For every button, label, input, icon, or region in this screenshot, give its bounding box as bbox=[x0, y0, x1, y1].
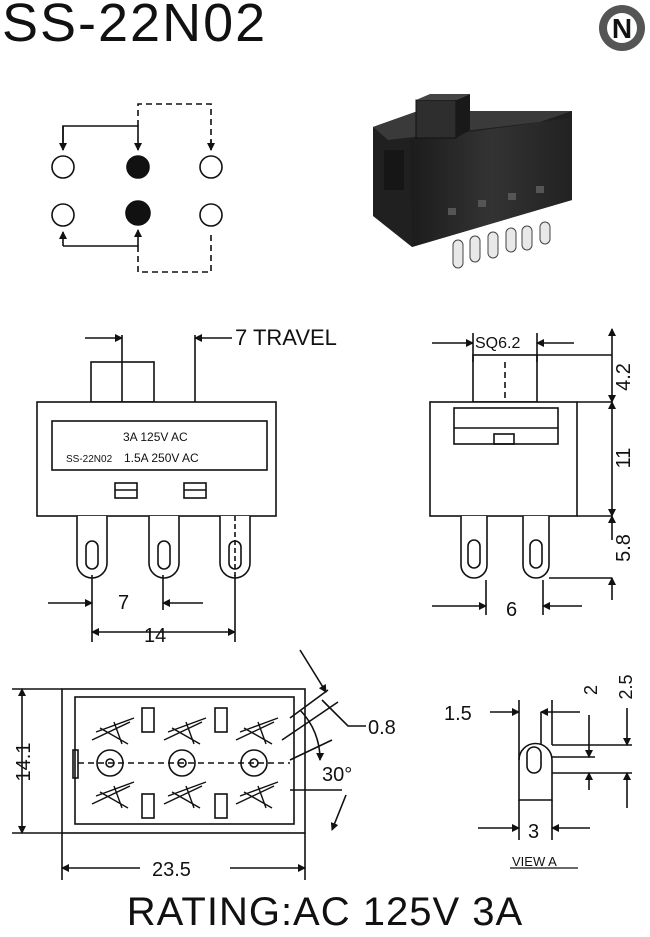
travel-label: 7 TRAVEL bbox=[235, 325, 337, 350]
link-line-dashed bbox=[137, 232, 212, 273]
logo-inner bbox=[607, 13, 637, 43]
rating-plate bbox=[51, 420, 268, 471]
dim-bottom-height: 14.1 bbox=[13, 743, 35, 782]
side-view bbox=[429, 328, 616, 615]
dim-side-pin: 5.8 bbox=[613, 534, 635, 562]
dim-view-3: 3 bbox=[528, 821, 539, 843]
schematic bbox=[51, 103, 223, 273]
link-line-dashed bbox=[137, 103, 212, 150]
bottom-inner bbox=[74, 696, 295, 825]
product-photo bbox=[373, 94, 572, 269]
dim-side-mid: 11 bbox=[613, 448, 635, 469]
contact-open bbox=[199, 155, 223, 179]
side-body bbox=[429, 401, 578, 517]
rating-model: SS-22N02 bbox=[66, 454, 113, 465]
contact-open bbox=[199, 203, 223, 227]
contact-common bbox=[125, 200, 151, 226]
sq-label: SQ6.2 bbox=[475, 335, 520, 352]
contact-common bbox=[126, 155, 150, 179]
logo-letter: N bbox=[612, 13, 632, 44]
rating-line2: 1.5A 250V AC bbox=[124, 451, 199, 465]
dim-pin-thickness: 0.8 bbox=[368, 717, 396, 739]
dim-side-width: 6 bbox=[506, 599, 517, 621]
bottom-view bbox=[12, 649, 366, 880]
contact-open bbox=[51, 203, 75, 227]
rating-footer: RATING:AC 125V 3A bbox=[126, 890, 524, 934]
angle-label: 30° bbox=[322, 764, 352, 786]
dim-side-top: 4.2 bbox=[613, 363, 635, 391]
dim-front-pitch: 7 bbox=[118, 592, 129, 614]
model-title: SS-22N02 bbox=[2, 0, 268, 53]
bottom-outline bbox=[61, 688, 306, 834]
link-line bbox=[62, 125, 142, 151]
rating-line1: 3A 125V AC bbox=[123, 430, 188, 444]
dim-bottom-width: 23.5 bbox=[152, 859, 191, 881]
dim-view-2-5: 2.5 bbox=[616, 674, 636, 699]
dim-view-offset: 1.5 bbox=[444, 703, 472, 725]
dim-view-2: 2 bbox=[581, 685, 601, 695]
brand-logo: N bbox=[599, 5, 645, 51]
front-view bbox=[36, 334, 277, 642]
view-a bbox=[478, 700, 632, 869]
view-a-label: VIEW A bbox=[512, 854, 557, 869]
dim-front-span: 14 bbox=[144, 625, 166, 647]
contact-open bbox=[51, 155, 75, 179]
